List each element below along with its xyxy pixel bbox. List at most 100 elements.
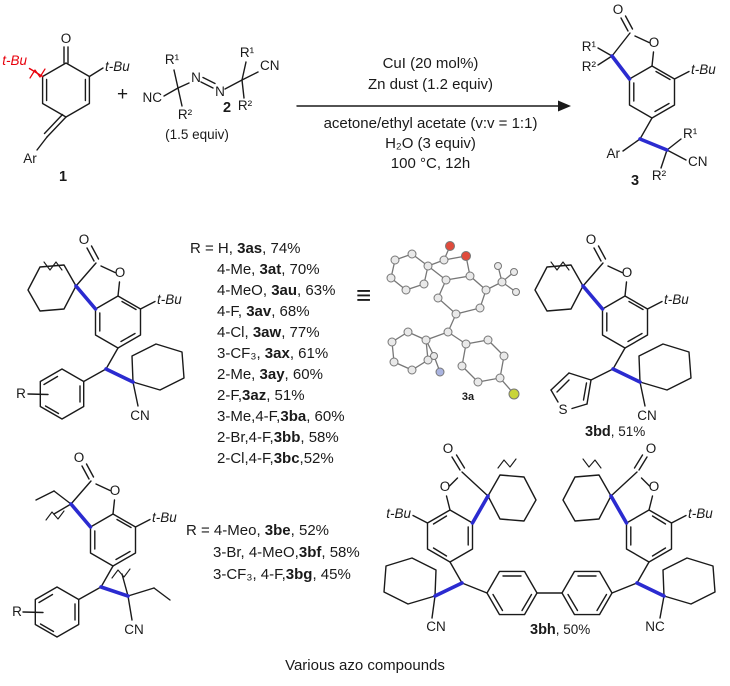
series-a-list: R = H, 3as, 74% 4-Me, 3at, 70% 4-MeO, 3a… [190,238,370,469]
cn-label: CN [260,58,280,73]
new-bond-blue [609,494,629,525]
cleaved-tbu-bond [28,67,46,79]
xray-3a-label: 3a [462,391,475,403]
ar-label: Ar [607,146,621,161]
tbu-label: t-Bu [386,506,411,521]
bonds [22,463,171,638]
yield-entry: 2-Me, 3ay, 60% [217,366,323,383]
r2-label: R² [178,107,193,122]
yield-entry: 3-Me,4-F,3ba, 60% [217,408,345,425]
reaction-arrow [296,100,571,112]
ring-o-label: O [440,479,451,494]
structure-3bh: O O t-Bu CN O O t-Bu NC 3bh, 50% [383,441,716,638]
ring-o-label: O [115,265,126,280]
quinone-ring-bonds [36,46,104,151]
compound-3bh-label: 3bh, 50% [530,622,590,638]
equivalence-symbol: ≡ [356,280,372,310]
new-bond-blue [581,284,605,311]
yield-entry: 2-F,3az, 51% [217,387,305,404]
yield-entry: 4-MeO, 3au, 63% [217,282,336,299]
ring-o-label: O [110,483,121,498]
tbu-label: t-Bu [152,510,177,525]
o-atom-label: O [61,31,72,46]
structure-3as-series: O O t-Bu R CN [16,232,185,423]
footer-caption: Various azo compounds [285,657,445,674]
r1-label: R¹ [240,45,255,60]
cn-label: CN [426,619,446,634]
conditions-above-arrow: CuI (20 mol%) Zn dust (1.2 equiv) [298,53,563,95]
new-bond-blue [610,54,632,81]
structure-3bd: O O t-Bu S CN 3bd, 51% [534,232,692,440]
compound-3bd-label: 3bd, 51% [585,424,645,440]
bonds [27,245,185,420]
conditions-below-arrow: acetone/ethyl acetate (v:v = 1:1) H₂O (3… [293,114,568,174]
cn-label: CN [688,154,708,169]
r1-label: R¹ [165,52,180,67]
condition-line: H₂O (3 equiv) [385,135,476,152]
tbu-label: t-Bu [105,59,130,74]
compound-1-label: 1 [59,169,67,185]
structure-reagent-2-azo: R¹ NC R² N N R¹ CN R² 2 (1.5 equiv) [143,45,280,142]
new-bond-blue [74,284,98,311]
condition-line: Zn dust (1.2 equiv) [367,76,494,93]
equiv-note: (1.5 equiv) [165,127,229,142]
tbu-red-label: t-Bu [2,53,27,68]
plus-sign: + [117,84,129,105]
bonds [534,245,692,410]
ring-o-label: O [622,265,633,280]
r1-label: R¹ [582,39,597,54]
yield-entry: 2-Cl,4-F,3bc,52% [217,450,334,467]
nc-label: NC [645,619,665,634]
new-bond-blue [69,502,93,529]
yield-entry: 3-CF₃, 4-F,3bg, 45% [213,566,351,583]
o-atom-label: O [586,232,597,247]
new-bond-blue [99,585,130,598]
structure-product-3: O O R¹ R² t-Bu Ar R¹ CN R² 3 [582,2,717,189]
o-atom-label: O [74,450,85,465]
r2-label: R² [652,168,667,183]
condition-line: acetone/ethyl acetate (v:v = 1:1) [323,115,538,132]
bonds-biphenyl [486,570,613,616]
compound-3-label: 3 [631,173,639,189]
yield-entry: R = H, 3as, 74% [190,240,301,257]
xray-atoms [386,241,520,400]
azo-bonds [163,61,259,107]
r-substituent-label: R [12,604,22,619]
series-b-list: R = 4-Meo, 3be, 52% 3-Br, 4-MeO,3bf, 58%… [186,520,381,586]
r2-label: R² [582,59,597,74]
yield-entry: 3-CF₃, 3ax, 61% [217,345,329,362]
tbu-label: t-Bu [157,292,182,307]
o-atom-label: O [79,232,90,247]
structure-3be-series: O O t-Bu R CN [12,450,177,638]
n-atom-label: N [191,70,201,85]
ar-label: Ar [23,151,37,166]
yield-entry: 4-F, 3av, 68% [217,303,310,320]
structure-reactant-1: O t-Bu t-Bu Ar 1 [2,31,130,185]
o-atom-label: O [646,441,657,456]
arrowhead [558,100,571,112]
bonds-right-unit [562,454,716,619]
r1-label: R¹ [683,126,698,141]
yield-entry: 4-Cl, 3aw, 77% [217,324,320,341]
o-atom-label: O [443,441,454,456]
tbu-label: t-Bu [691,62,716,77]
nc-label: NC [143,90,163,105]
cn-label: CN [637,408,657,423]
ring-o-label: O [649,479,660,494]
new-bond-blue [433,581,464,598]
condition-line: 100 °C, 12h [390,155,471,172]
s-atom-label: S [558,402,567,417]
new-bond-blue [104,367,135,384]
tbu-label: t-Bu [688,506,713,521]
tbu-label: t-Bu [664,292,689,307]
r2-label: R² [238,98,253,113]
yield-entry: 2-Br,4-F,3bb, 58% [217,429,339,446]
o-atom-label: O [613,2,624,17]
new-bond-blue [470,494,490,525]
cn-label: CN [130,408,150,423]
cn-label: CN [124,622,144,637]
product-bonds [597,15,690,169]
ring-o-label: O [649,35,660,50]
xray-structure-3a: 3a [386,241,520,403]
